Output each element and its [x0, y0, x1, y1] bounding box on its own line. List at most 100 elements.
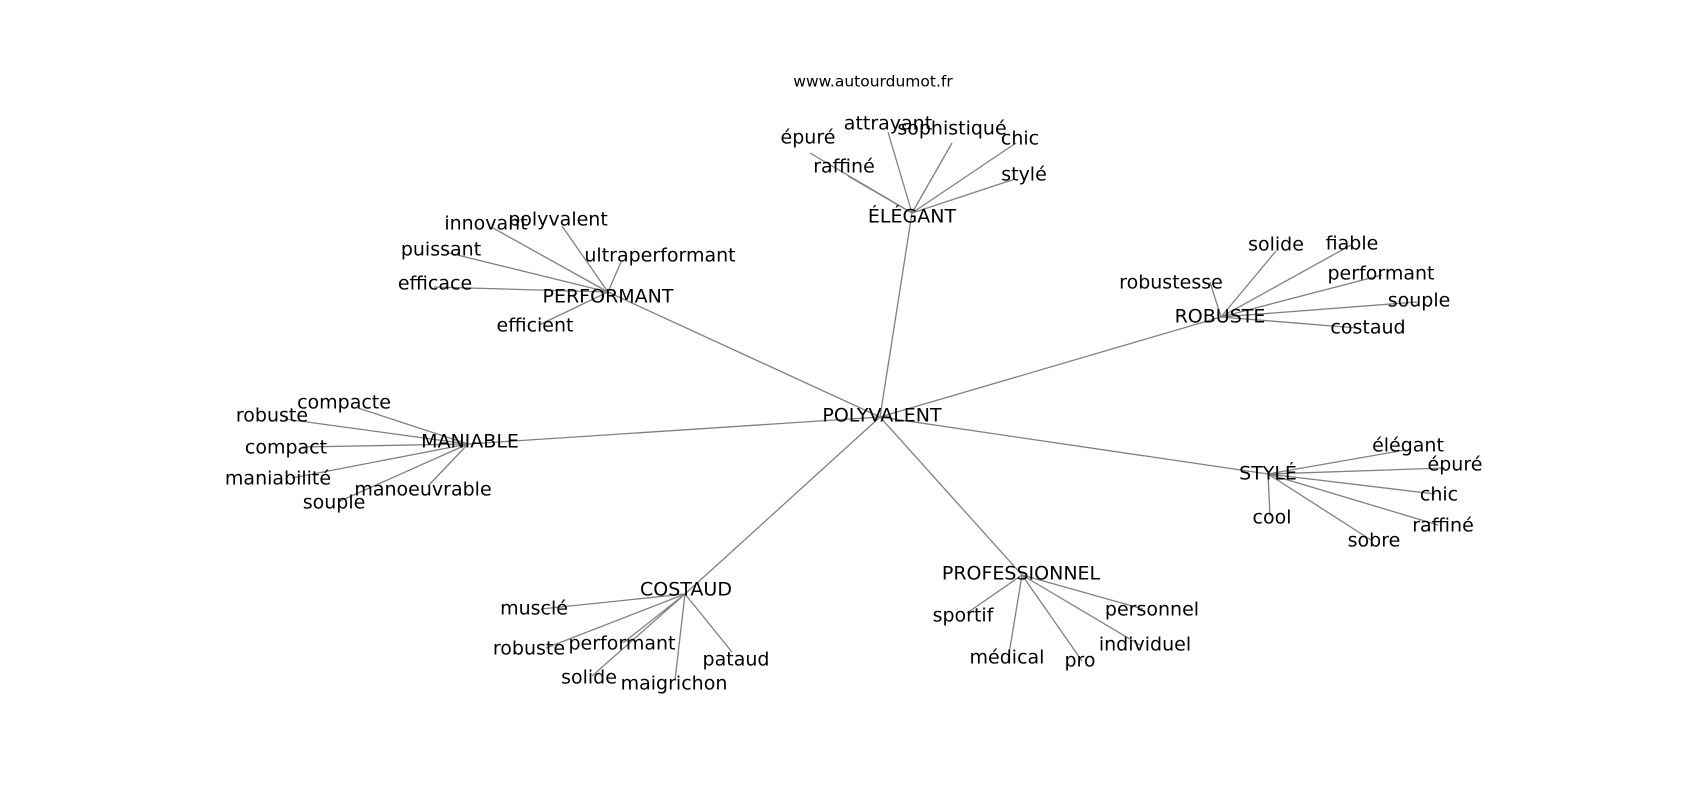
edge-performant-word [448, 252, 609, 293]
word-label: fiable [1326, 233, 1379, 255]
edge-professionnel-word [1021, 574, 1083, 662]
word-label: personnel [1105, 599, 1199, 621]
edge-costaud-word [684, 593, 733, 653]
edge-professionnel-word [966, 574, 1023, 614]
word-label: épuré [1428, 454, 1483, 476]
word-label: solide [1248, 234, 1304, 256]
edge-maniable-word [337, 443, 469, 503]
word-label: stylé [1001, 164, 1047, 186]
nodes: POLYVALENT ÉLÉGANT épuré attrayantsophistiq… [225, 113, 1483, 695]
word-label: maigrichon [621, 673, 728, 695]
edge-style-word [1267, 473, 1271, 517]
edge-elegant-word [911, 142, 953, 214]
edge-costaud-word [622, 593, 686, 644]
word-label: robustesse [1119, 272, 1223, 294]
word-label: compact [245, 437, 327, 459]
edge-elegant-word [911, 142, 1017, 214]
edge-style-word [1267, 473, 1436, 495]
edge-robuste-word [1209, 281, 1222, 318]
edge-center-costaud [684, 416, 881, 595]
edge-professionnel-word [1021, 574, 1144, 610]
edge-costaud-word [674, 593, 686, 681]
edge-style-word [1267, 473, 1372, 541]
edge-maniable-word [427, 443, 469, 487]
word-label: chic [1001, 128, 1039, 150]
edge-costaud-word [545, 593, 686, 649]
edge-robuste-word [1220, 316, 1358, 329]
edge-performant-word [607, 261, 622, 293]
word-label: cool [1253, 507, 1292, 529]
cluster-label-elegant: ÉLÉGANT [868, 205, 957, 228]
edge-costaud-word [540, 593, 686, 610]
word-label: maniabilité [225, 468, 331, 490]
word-label: sophistiqué [897, 118, 1006, 140]
word-label: performant [1328, 263, 1435, 285]
word-label: innovant [444, 213, 527, 235]
word-label: chic [1420, 484, 1458, 506]
word-label: souple [1388, 290, 1451, 312]
edge-professionnel-word [1007, 574, 1023, 661]
edge-robuste-word [1220, 244, 1352, 318]
cluster-label-maniable: MANIABLE [421, 431, 519, 453]
word-label: robuste [493, 638, 565, 660]
word-label: raffiné [813, 156, 875, 178]
word-label: pro [1064, 650, 1095, 672]
word-label: solide [561, 667, 617, 689]
edge-performant-word [538, 291, 609, 326]
site-url: www.autourdumot.fr [793, 73, 953, 91]
edge-center-elegant [879, 212, 913, 418]
edge-center-professionnel [879, 416, 1023, 576]
edge-performant-word [433, 286, 609, 293]
word-label: souple [303, 492, 366, 514]
word-label: musclé [500, 598, 568, 620]
word-label: manoeuvrable [354, 479, 491, 501]
edge-robuste-word [1220, 274, 1383, 318]
edge-center-robuste [879, 316, 1222, 418]
edge-robuste-word [1220, 301, 1418, 318]
center-node-label: POLYVALENT [822, 405, 942, 427]
word-label: polyvalent [508, 209, 608, 231]
word-label: compacte [297, 392, 391, 414]
word-label: puissant [401, 239, 481, 261]
word-label: robuste [236, 405, 308, 427]
edge-performant-word [492, 227, 609, 293]
edges [284, 131, 1446, 681]
word-label: efficace [398, 273, 472, 295]
word-label: sobre [1348, 530, 1401, 552]
edge-robuste-word [1220, 250, 1277, 318]
cluster-label-professionnel: PROFESSIONNEL [942, 563, 1101, 585]
edge-maniable-word [284, 418, 469, 445]
edge-professionnel-word [1021, 574, 1141, 646]
word-label: épuré [781, 127, 836, 149]
cluster-label-robuste: ROBUSTE [1175, 306, 1266, 328]
edge-style-word [1267, 467, 1446, 475]
cluster-label-costaud: COSTAUD [640, 579, 732, 601]
edge-style-word [1267, 449, 1406, 475]
word-label: raffiné [1412, 515, 1474, 537]
word-label: performant [569, 633, 676, 655]
word-label: ultraperformant [584, 245, 735, 267]
word-label: pataud [703, 649, 770, 671]
cluster-label-style: STYLÉ [1239, 462, 1297, 485]
word-label: attrayant [844, 113, 932, 135]
word-label: efficient [497, 315, 574, 337]
edge-center-style [879, 416, 1269, 475]
word-label: sportif [933, 605, 995, 627]
edge-center-performant [607, 291, 881, 418]
edge-maniable-word [291, 443, 469, 479]
word-label: élégant [1372, 435, 1444, 457]
edge-costaud-word [591, 593, 686, 677]
cluster-label-performant: PERFORMANT [543, 286, 674, 308]
edge-elegant-word [847, 175, 913, 214]
edge-style-word [1267, 473, 1439, 526]
edge-center-maniable [467, 416, 881, 445]
edge-maniable-word [357, 407, 469, 445]
word-label: costaud [1330, 317, 1405, 339]
edge-elegant-word [911, 178, 1016, 214]
edge-performant-word [561, 225, 609, 293]
edge-elegant-word [887, 131, 913, 214]
edge-maniable-word [301, 443, 469, 448]
word-label: médical [970, 647, 1045, 669]
word-label: individuel [1099, 634, 1191, 656]
